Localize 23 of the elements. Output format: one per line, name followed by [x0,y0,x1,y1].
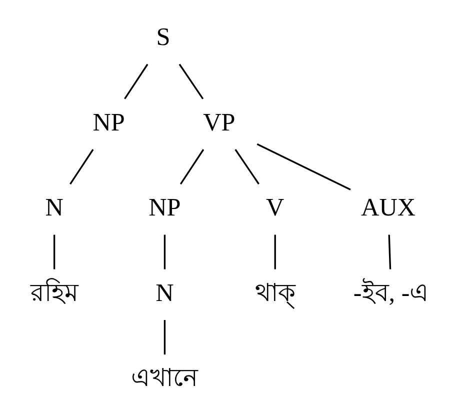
node-text: NP [148,194,180,222]
connector [69,149,94,184]
node-text: V [266,194,284,222]
connector [274,234,276,270]
node-text: VP [202,109,235,136]
connector [256,143,350,190]
connector [163,234,166,270]
node-text: রহিম [30,280,78,307]
connector [52,234,55,270]
node-text: -ইব, -এ [352,280,428,307]
node-text: NP [92,109,124,136]
node-text: AUX [360,194,416,222]
node-text: N [155,280,174,307]
connector [234,149,259,184]
connector [178,64,204,100]
connector [124,64,148,100]
connector [179,149,204,184]
connector [388,234,391,270]
node-text: এখানে [130,365,198,392]
connector [163,320,166,354]
node-text: S [156,24,170,52]
node-text: থাক্ [254,280,295,307]
node-text: N [44,194,63,222]
